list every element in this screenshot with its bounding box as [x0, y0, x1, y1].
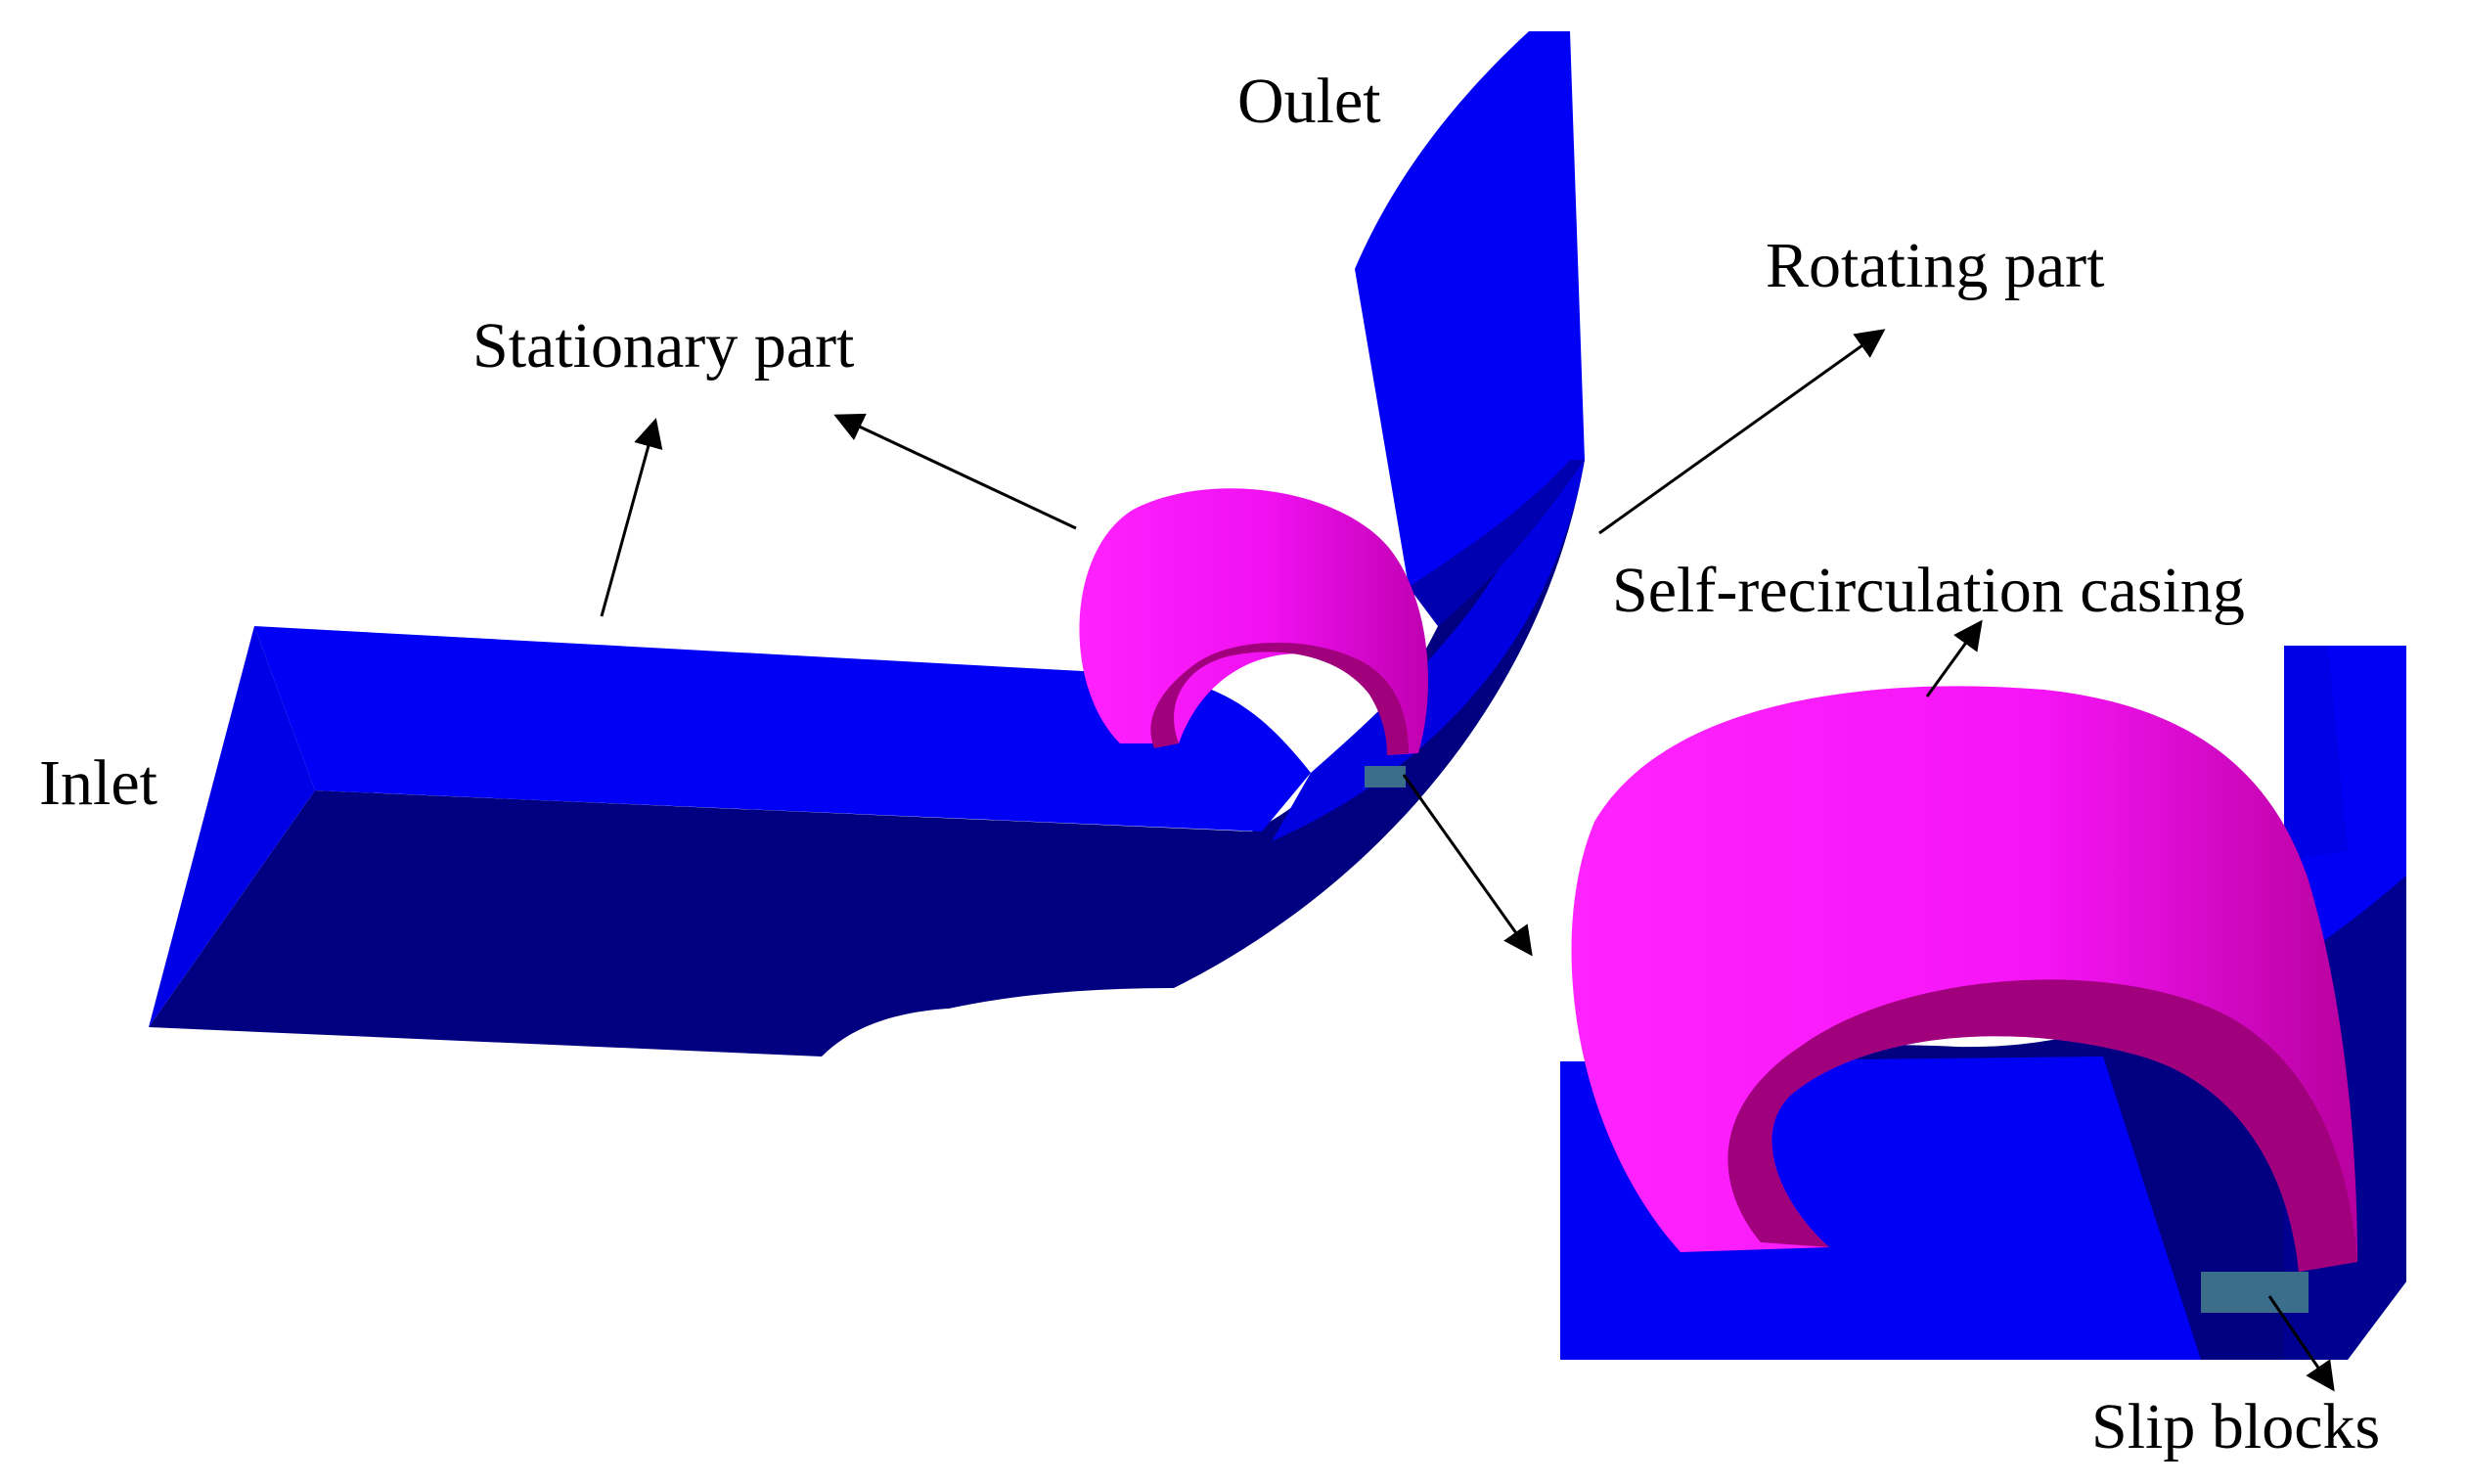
passage-dark-body — [149, 460, 1585, 1057]
passage-top-face — [254, 626, 1311, 832]
small-recirculation-casing — [1079, 488, 1428, 787]
arrow-icon — [1598, 329, 1886, 535]
arrow-icon — [1402, 774, 1533, 957]
zoomed-inset — [1560, 646, 2406, 1360]
small-casing-outer — [1079, 488, 1428, 755]
inset-mid-floor — [1682, 1057, 2201, 1360]
arrow-icon — [2267, 1295, 2335, 1392]
outlet-blade — [1355, 31, 1585, 626]
outlet-blade-edge — [1409, 460, 1585, 626]
arrow-icon — [833, 413, 1077, 530]
stationary-part-label: Stationary part — [472, 310, 854, 382]
self-recirculation-casing-label: Self-recirculation casing — [1612, 555, 2245, 626]
large-casing-inner — [1727, 979, 2357, 1272]
small-slip-block — [1365, 766, 1406, 787]
slip-blocks-label: Slip blocks — [2091, 1391, 2380, 1462]
passage-bend-light — [1272, 460, 1585, 841]
large-slip-block — [2201, 1272, 2309, 1313]
arrow-icon — [600, 418, 663, 617]
rotating-part-label: Rotating part — [1766, 230, 2104, 301]
inset-right-blade-top — [2284, 646, 2348, 861]
outlet-label: Oulet — [1237, 66, 1381, 137]
main-flow-passage — [149, 31, 1585, 1061]
annotation-arrows — [600, 329, 2335, 1392]
small-casing-inner — [1150, 642, 1409, 755]
arrow-icon — [1925, 619, 1983, 697]
passage-bottom-notch — [822, 988, 1174, 1061]
passage-inlet-face — [149, 626, 315, 1027]
inlet-label: Inlet — [39, 747, 157, 819]
